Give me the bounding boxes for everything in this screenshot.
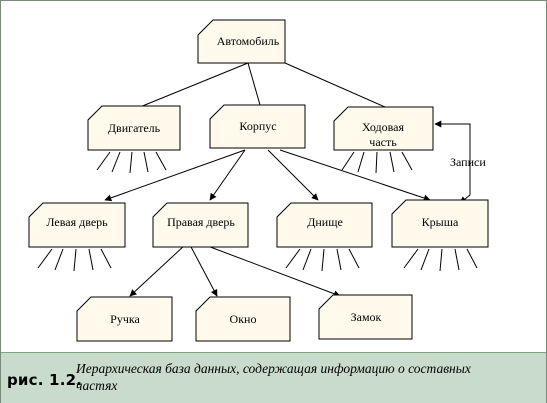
node-handle xyxy=(76,296,173,342)
node-lock xyxy=(318,294,413,340)
node-right-door xyxy=(152,202,249,248)
label-roof: Крыша xyxy=(422,215,459,229)
figure-number: рис. 1.2. xyxy=(7,371,83,389)
node-window xyxy=(195,296,291,342)
node-engine xyxy=(87,105,181,151)
label-chassis-line1: Ходовая xyxy=(362,120,405,134)
label-records: Записи xyxy=(450,155,486,169)
records-link xyxy=(434,120,471,204)
node-roof xyxy=(391,199,489,248)
edge-right-door-handle xyxy=(129,244,186,297)
edge-body-left-door xyxy=(104,149,246,202)
label-engine: Двигатель xyxy=(108,121,161,135)
edge-auto-chassis xyxy=(284,62,386,108)
label-lock: Замок xyxy=(351,310,382,324)
caption-text: Иерархическая база данных, содержащая ин… xyxy=(76,361,471,393)
label-chassis-line2: часть xyxy=(369,135,397,149)
hierarchy-diagram: Автомобиль Двигатель Корпус Ходовая част… xyxy=(28,19,489,342)
edge-right-door-window xyxy=(189,244,218,297)
nodes xyxy=(28,19,489,342)
edges xyxy=(104,62,471,298)
label-auto: Автомобиль xyxy=(217,34,280,48)
node-bottom xyxy=(276,202,373,248)
edge-body-right-door xyxy=(209,149,246,201)
label-left-door: Левая дверь xyxy=(46,215,108,229)
edge-auto-engine xyxy=(139,62,249,108)
node-left-door xyxy=(28,202,126,248)
node-body xyxy=(209,104,306,149)
node-auto xyxy=(197,19,286,64)
label-bottom: Днище xyxy=(307,215,343,229)
edge-body-bottom xyxy=(267,149,319,201)
edge-body-roof xyxy=(279,149,431,202)
edge-auto-body xyxy=(247,62,261,106)
label-body: Корпус xyxy=(239,119,276,133)
edge-right-door-lock xyxy=(204,244,341,298)
node-chassis xyxy=(333,106,434,151)
label-right-door: Правая дверь xyxy=(167,215,235,229)
label-window: Окно xyxy=(230,312,257,326)
record-fringes xyxy=(37,151,478,272)
label-handle: Ручка xyxy=(110,312,140,326)
figure-caption: рис. 1.2. Иерархическая база данных, сод… xyxy=(1,352,546,403)
